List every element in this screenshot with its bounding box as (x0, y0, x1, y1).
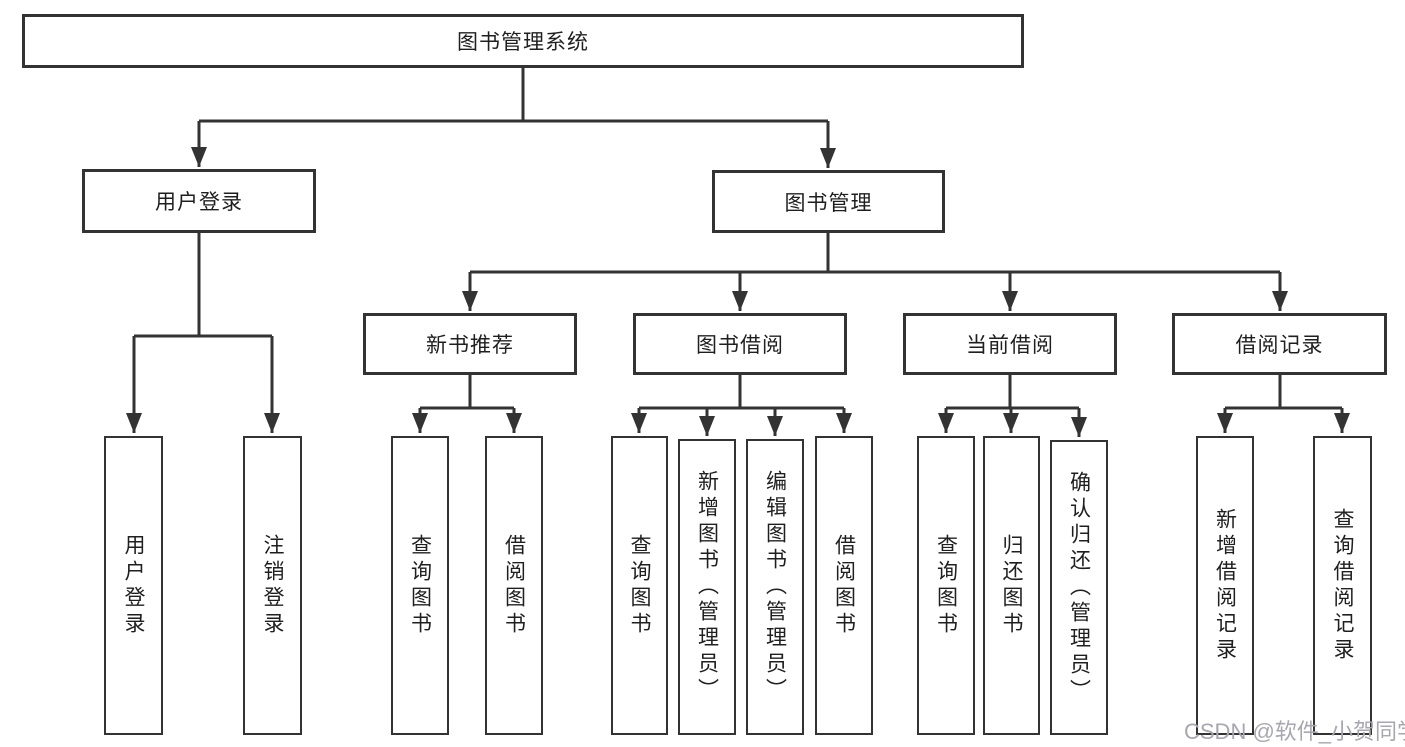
node-book-borrowing: 图书借阅 (633, 313, 847, 375)
leaf-records-query-record: 查询借阅记录 (1313, 436, 1372, 735)
leaf-borrow-borrow-books-label: 借阅图书 (832, 533, 856, 638)
leaf-logout-label: 注销登录 (261, 533, 284, 638)
leaf-logout: 注销登录 (243, 436, 302, 735)
node-book-management: 图书管理 (712, 170, 945, 233)
csdn-watermark: CSDN @软件_小贺同学 (1184, 719, 1405, 744)
node-current-borrowing: 当前借阅 (903, 313, 1117, 375)
node-book-borrowing-label: 图书借阅 (696, 334, 784, 357)
leaf-current-return-books: 归还图书 (983, 436, 1040, 735)
leaf-borrow-edit-books-admin: 编辑图书（管理员） (746, 439, 804, 735)
leaf-newrec-query-books: 查询图书 (391, 436, 449, 735)
leaf-borrow-edit-books-admin-label: 编辑图书（管理员） (763, 470, 787, 704)
node-root-label: 图书管理系统 (457, 31, 589, 54)
leaf-borrow-add-books-admin: 新增图书（管理员） (678, 439, 736, 735)
leaf-current-return-books-label: 归还图书 (1000, 533, 1023, 638)
leaf-records-add-record: 新增借阅记录 (1196, 436, 1254, 735)
leaf-user-login: 用户登录 (104, 436, 163, 735)
leaf-newrec-query-books-label: 查询图书 (408, 533, 432, 638)
leaf-borrow-query-books: 查询图书 (611, 436, 668, 735)
node-new-book-recommend-label: 新书推荐 (426, 334, 514, 357)
leaf-borrow-add-books-admin-label: 新增图书（管理员） (695, 470, 719, 704)
leaf-borrow-borrow-books: 借阅图书 (815, 436, 873, 735)
leaf-records-add-record-label: 新增借阅记录 (1213, 507, 1237, 664)
node-current-borrowing-label: 当前借阅 (966, 334, 1054, 357)
leaf-user-login-label: 用户登录 (122, 533, 145, 638)
leaf-current-confirm-return-admin: 确认归还（管理员） (1050, 440, 1108, 735)
node-book-management-label: 图书管理 (784, 191, 873, 215)
leaf-newrec-borrow-books-label: 借阅图书 (502, 533, 526, 638)
leaf-newrec-borrow-books: 借阅图书 (485, 436, 543, 735)
node-user-login: 用户登录 (82, 169, 316, 233)
node-new-book-recommend: 新书推荐 (363, 313, 577, 375)
node-root: 图书管理系统 (22, 14, 1024, 68)
node-borrow-records: 借阅记录 (1172, 313, 1387, 375)
leaf-current-query-books-label: 查询图书 (934, 533, 958, 638)
leaf-current-query-books: 查询图书 (917, 436, 975, 735)
node-borrow-records-label: 借阅记录 (1235, 334, 1324, 357)
leaf-current-confirm-return-admin-label: 确认归还（管理员） (1067, 470, 1091, 705)
leaf-records-query-record-label: 查询借阅记录 (1331, 507, 1354, 664)
node-user-login-label: 用户登录 (155, 191, 243, 214)
leaf-borrow-query-books-label: 查询图书 (628, 533, 651, 638)
